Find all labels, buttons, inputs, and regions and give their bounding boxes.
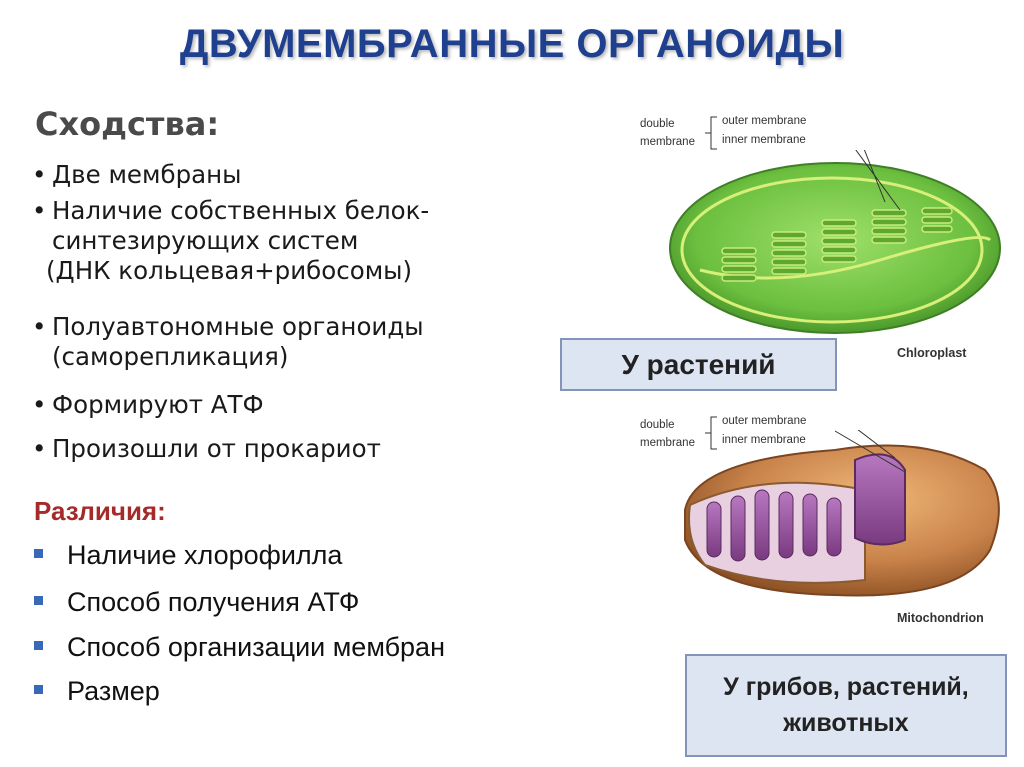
kingdoms-label-line: У грибов, растений, (723, 673, 969, 701)
bullet: • (32, 312, 47, 341)
similarity-text-continued: (ДНК кольцевая+рибосомы) (46, 256, 413, 285)
difference-item: Наличие хлорофилла (34, 540, 342, 571)
kingdoms-label-line: животных (783, 709, 909, 737)
kingdoms-label-box: У грибов, растений, животных (685, 654, 1007, 757)
bullet: • (32, 390, 47, 419)
page-title: ДВУМЕМБРАННЫЕ ОРГАНОИДЫ (179, 22, 845, 66)
difference-text: Наличие хлорофилла (67, 540, 343, 570)
similarity-item: •Произошли от прокариот (32, 434, 381, 464)
outer-membrane-label: outer membrane (722, 115, 807, 127)
similarities-heading: Сходства: (35, 105, 220, 143)
membrane-label: membrane (640, 136, 695, 148)
difference-text: Размер (67, 676, 160, 706)
square-bullet-icon (34, 596, 43, 606)
mitochondrion-bracket-icon (705, 416, 717, 450)
similarity-text: Полуавтономные органоиды (52, 312, 424, 341)
inner-membrane-label: inner membrane (722, 134, 806, 146)
double-label: double (640, 118, 675, 130)
mitochondrion-illustration (684, 430, 1000, 597)
similarity-text: Произошли от прокариот (52, 434, 381, 463)
square-bullet-icon (34, 641, 43, 651)
bullet: • (32, 196, 47, 225)
chloroplast-bracket-icon (705, 116, 717, 150)
square-bullet-icon (34, 685, 43, 695)
difference-text: Способ организации мембран (67, 632, 445, 662)
membrane-label: membrane (640, 437, 695, 449)
similarity-text: Две мембраны (52, 160, 242, 189)
bullet: • (32, 434, 47, 463)
square-bullet-icon (34, 549, 43, 559)
difference-text: Способ получения АТФ (67, 587, 360, 617)
double-label: double (640, 419, 675, 431)
similarity-item: •Формируют АТФ (32, 390, 264, 420)
bullet: • (32, 160, 47, 189)
mitochondrion-caption: Mitochondrion (897, 611, 984, 625)
plants-label-box: У растений (560, 338, 837, 391)
chloroplast-illustration (669, 150, 1001, 334)
similarity-text: Формируют АТФ (52, 390, 264, 419)
similarity-item: •Полуавтономные органоиды (саморепликаци… (32, 312, 424, 372)
chloroplast-caption: Chloroplast (897, 346, 967, 360)
similarity-text-continued: (саморепликация) (52, 342, 289, 371)
inner-membrane-label: inner membrane (722, 434, 806, 446)
difference-item: Способ получения АТФ (34, 587, 359, 618)
similarity-text-continued: синтезирующих систем (52, 226, 359, 255)
difference-item: Размер (34, 676, 160, 707)
outer-membrane-label: outer membrane (722, 415, 807, 427)
difference-item: Способ организации мембран (34, 632, 445, 663)
similarity-item: •Наличие собственных белок- синтезирующи… (32, 196, 429, 286)
similarity-item: •Две мембраны (32, 160, 242, 190)
similarity-text: Наличие собственных белок- (52, 196, 430, 225)
differences-heading: Различия: (34, 496, 166, 526)
